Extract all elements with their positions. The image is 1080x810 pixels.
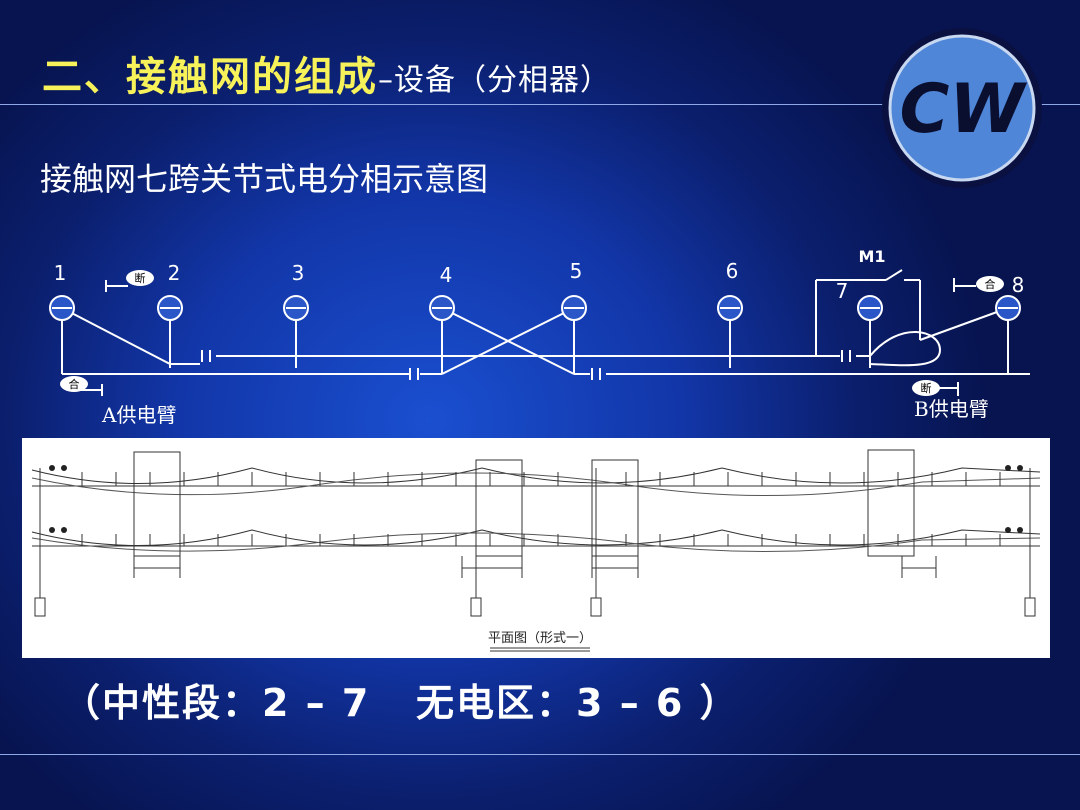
switch-state-closed-a: 合 [60, 376, 88, 392]
pole-number-8: 8 [1012, 273, 1025, 297]
feeder-label-b: B供电臂 [914, 397, 989, 421]
switch-state-open-a: 断 [126, 270, 154, 286]
svg-text:断: 断 [921, 381, 932, 395]
phase-separation-diagram: 1 2 3 4 5 6 7 8 M1 断 合 合 断 A供电臂 B供电臂 [49, 247, 1030, 427]
plan-view-drawing: 平面图（形式一） [22, 438, 1050, 658]
switch-label-m1: M1 [858, 247, 885, 266]
title-sub: –设备（分相器） [378, 63, 611, 98]
svg-text:合: 合 [985, 277, 996, 291]
pole-number-7: 7 [836, 279, 849, 303]
logo-text: CW [900, 70, 1028, 149]
switch-state-open-b: 断 [912, 380, 940, 396]
feeder-label-a: A供电臂 [101, 403, 176, 427]
top-divider [0, 104, 1080, 105]
pole-number-1: 1 [54, 261, 67, 285]
cw-logo-icon: CW [882, 28, 1042, 188]
svg-text:断: 断 [135, 271, 146, 285]
bottom-divider [0, 754, 1080, 755]
footer-note: （中性段：2 – 7 无电区：3 – 6 ） [62, 681, 740, 725]
svg-text:合: 合 [69, 377, 80, 391]
page-title: 二、接触网的组成–设备（分相器） [42, 44, 611, 102]
pole-number-2: 2 [168, 261, 181, 285]
pole-number-6: 6 [726, 259, 739, 283]
pole-number-4: 4 [440, 263, 453, 287]
diagram-subtitle: 接触网七跨关节式电分相示意图 [40, 160, 489, 198]
pole-number-5: 5 [570, 259, 583, 283]
switch-state-closed-b: 合 [976, 276, 1004, 292]
plan-caption: 平面图（形式一） [488, 631, 592, 646]
title-main: 二、接触网的组成 [42, 54, 378, 100]
pole-number-3: 3 [292, 261, 305, 285]
